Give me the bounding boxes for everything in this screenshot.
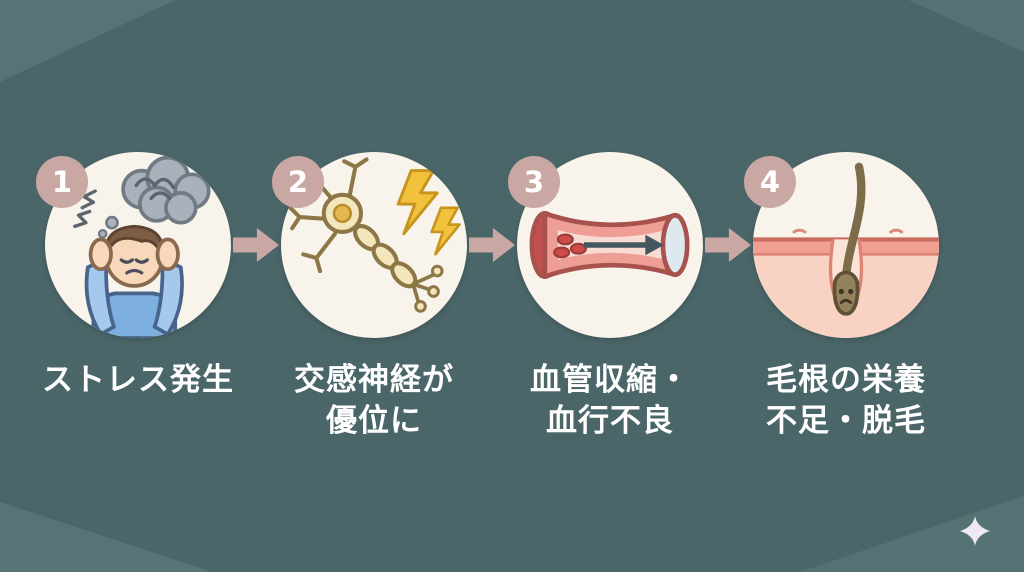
neuron-icon — [288, 157, 461, 313]
blood-vessel-icon — [529, 211, 690, 279]
step-hair-loss: 4 毛根の栄養 不足・脱毛 — [728, 152, 964, 452]
corner-triangle-bottom-left — [0, 502, 212, 572]
corner-triangle-top-right — [908, 0, 1024, 52]
step-label: 交感神経が 優位に — [256, 360, 492, 442]
step-label: 血管収縮・ 血行不良 — [492, 360, 728, 442]
step-label-line: 不足・脱毛 — [766, 403, 926, 439]
step-circle — [753, 152, 939, 338]
step-number-badge: 3 — [508, 156, 560, 208]
step-number-badge: 2 — [272, 156, 324, 208]
hair-follicle-icon — [753, 162, 939, 338]
step-number: 2 — [287, 165, 309, 199]
step-label-line: 交感神経が — [294, 362, 454, 398]
step-label: ストレス発生 — [20, 360, 256, 401]
step-number: 1 — [51, 165, 73, 199]
step-stress: 1 — [20, 152, 256, 452]
corner-triangle-bottom-right — [800, 496, 1024, 572]
stressed-person-icon — [73, 155, 211, 338]
step-label-line: 優位に — [326, 403, 422, 439]
step-label-line: 血行不良 — [546, 403, 674, 439]
corner-triangle-top-left — [0, 0, 175, 82]
sparkle-icon — [960, 516, 990, 546]
step-label-line: ストレス発生 — [42, 362, 234, 398]
step-number: 3 — [523, 165, 545, 199]
step-number-badge: 1 — [36, 156, 88, 208]
step-number-badge: 4 — [744, 156, 796, 208]
step-number: 4 — [759, 165, 781, 199]
step-label-line: 血管収縮・ — [530, 362, 690, 398]
step-sympathetic-nerve: 2 — [256, 152, 492, 452]
step-label: 毛根の栄養 不足・脱毛 — [728, 360, 964, 442]
step-circle — [517, 152, 703, 338]
step-vasoconstriction: 3 血管収縮・ 血行不良 — [492, 152, 728, 452]
step-label-line: 毛根の栄養 — [766, 362, 926, 398]
